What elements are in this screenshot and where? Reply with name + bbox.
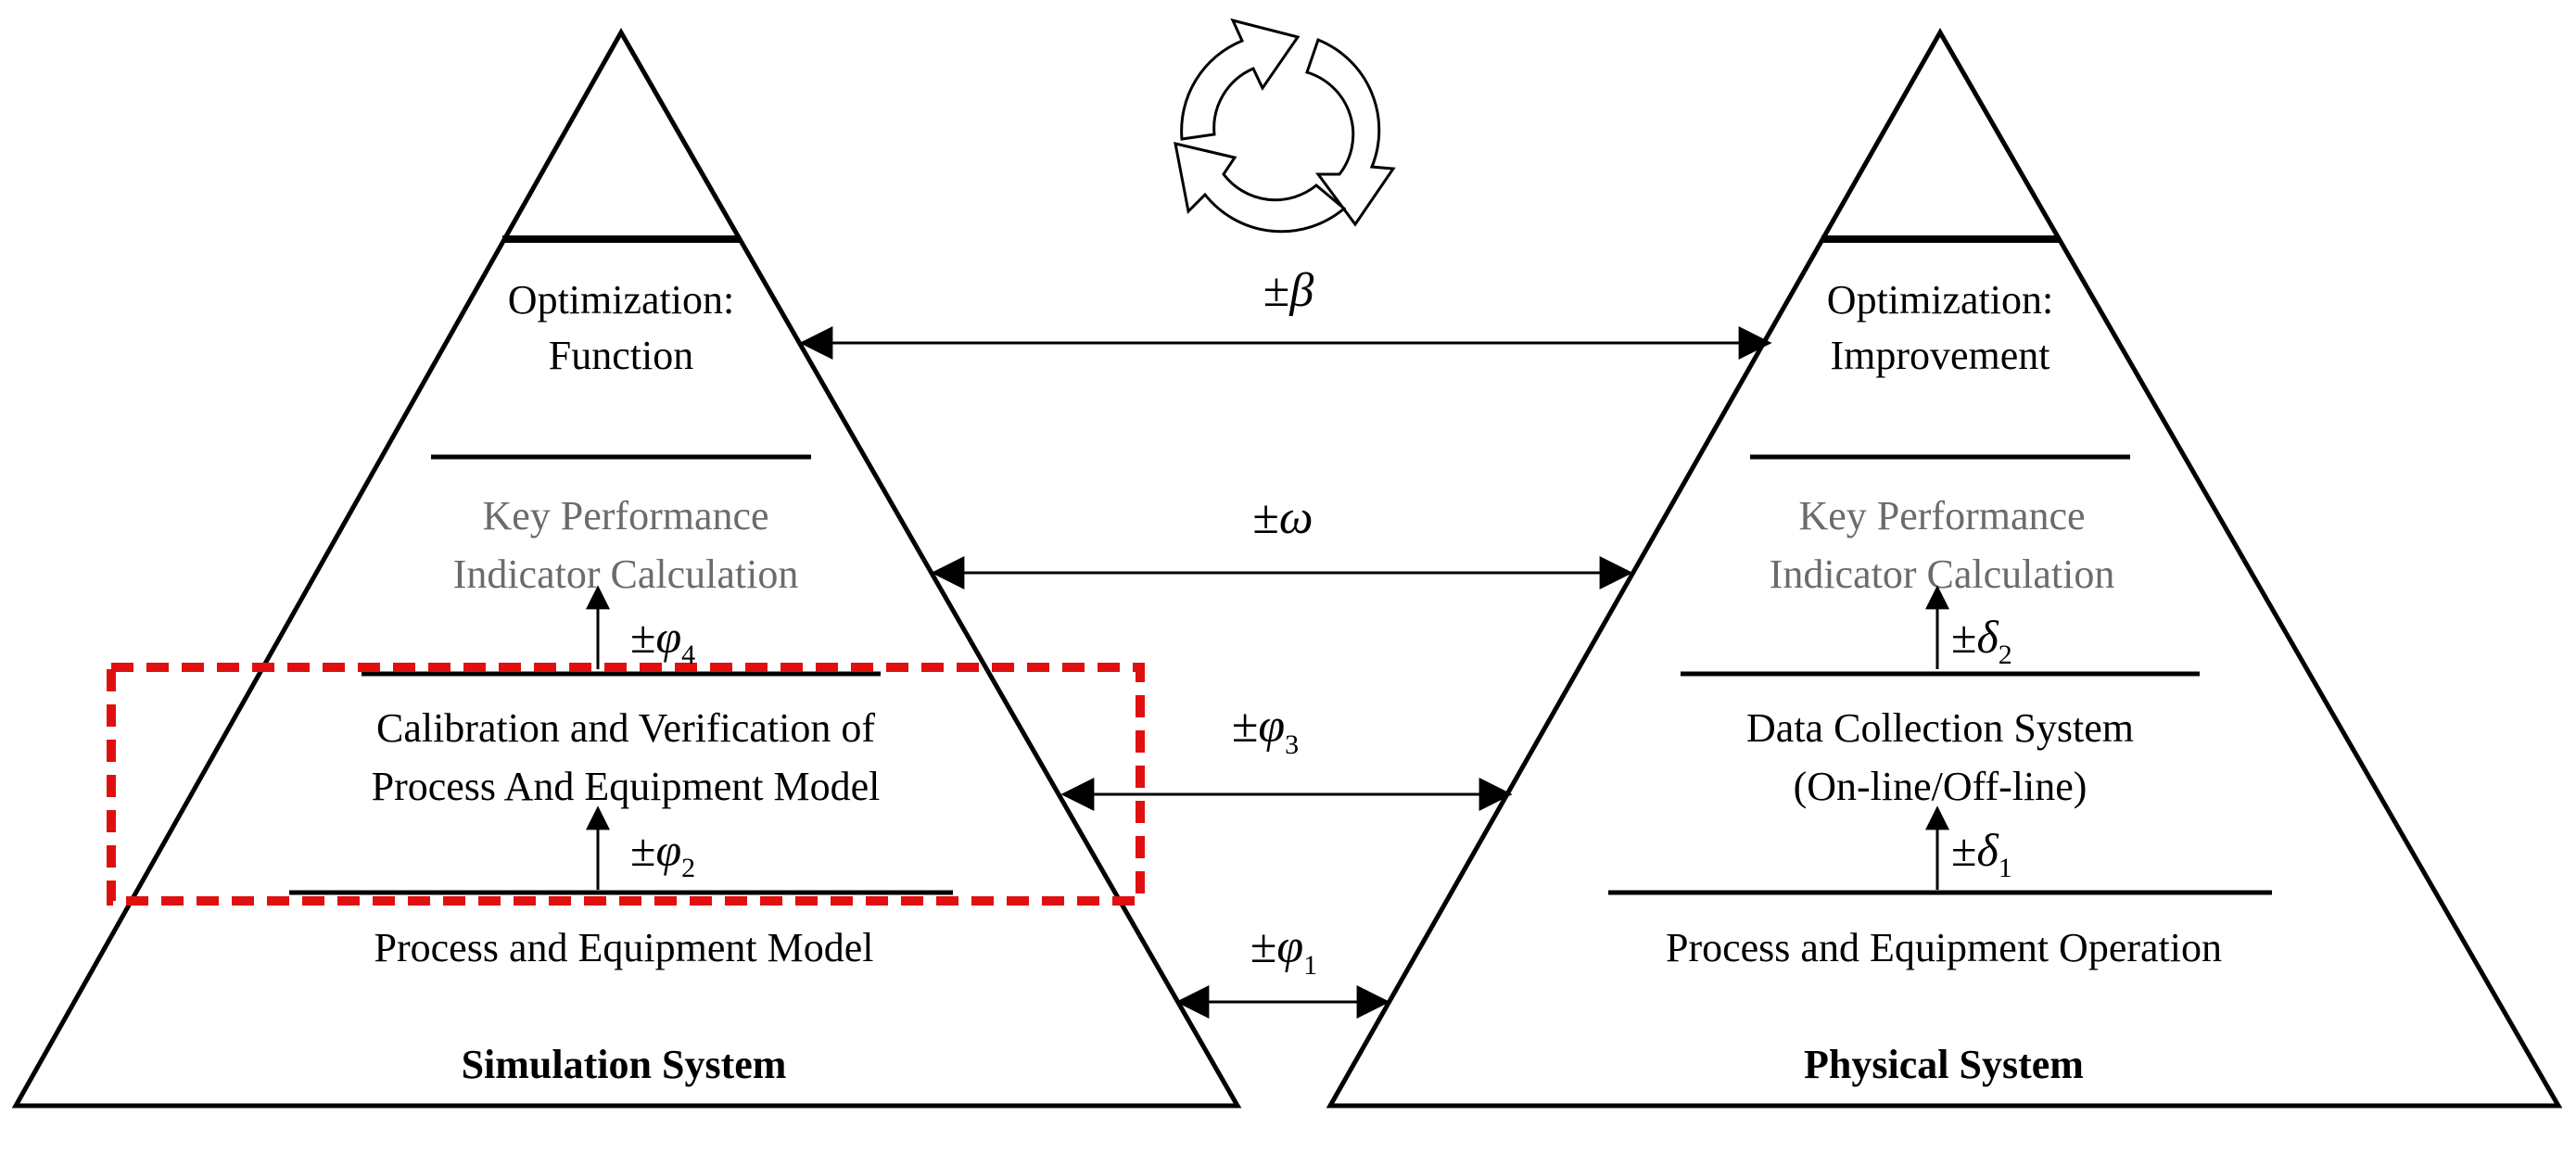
phys-optimization-line1: Optimization:: [1827, 277, 2053, 323]
phys-label-delta1: ±δ1: [1951, 824, 2012, 883]
sim-label-phi2: ±φ2: [630, 824, 695, 883]
link-phi3-label: ±φ3: [1232, 700, 1299, 760]
simulation-pyramid-outline: [11, 27, 1242, 1109]
phys-kpi-line1: Key Performance: [1798, 493, 2085, 538]
link-phi1-label: ±φ1: [1250, 920, 1317, 981]
phys-data-line2: (On-line/Off-line): [1794, 764, 2087, 809]
physical-pyramid-outline: [1326, 27, 2563, 1109]
phys-optimization-line2: Improvement: [1830, 333, 2049, 378]
sim-label-phi4: ±φ4: [630, 611, 695, 670]
sim-kpi-line1: Key Performance: [482, 493, 768, 538]
phys-system-title: Physical System: [1804, 1042, 2084, 1087]
phys-base-label: Process and Equipment Operation: [1666, 925, 2222, 970]
physical-pyramid: [1326, 27, 2563, 1109]
sim-system-title: Simulation System: [462, 1042, 787, 1087]
phys-kpi-line2: Indicator Calculation: [1770, 551, 2115, 597]
phys-data-line1: Data Collection System: [1746, 705, 2134, 751]
phys-label-delta2: ±δ2: [1951, 611, 2012, 670]
sim-calibration-line2: Process And Equipment Model: [372, 764, 881, 809]
sim-kpi-line2: Indicator Calculation: [453, 551, 799, 597]
link-omega-label: ±ω: [1252, 491, 1313, 544]
link-beta-label: ±β: [1263, 264, 1314, 317]
sim-calibration-line1: Calibration and Verification of: [376, 705, 875, 751]
sim-base-label: Process and Equipment Model: [374, 925, 874, 970]
simulation-pyramid: [11, 27, 1242, 1109]
circular-refresh-arrows-icon: [1174, 18, 1396, 234]
sim-optimization-line2: Function: [549, 333, 693, 378]
sim-optimization-line1: Optimization:: [508, 277, 734, 323]
